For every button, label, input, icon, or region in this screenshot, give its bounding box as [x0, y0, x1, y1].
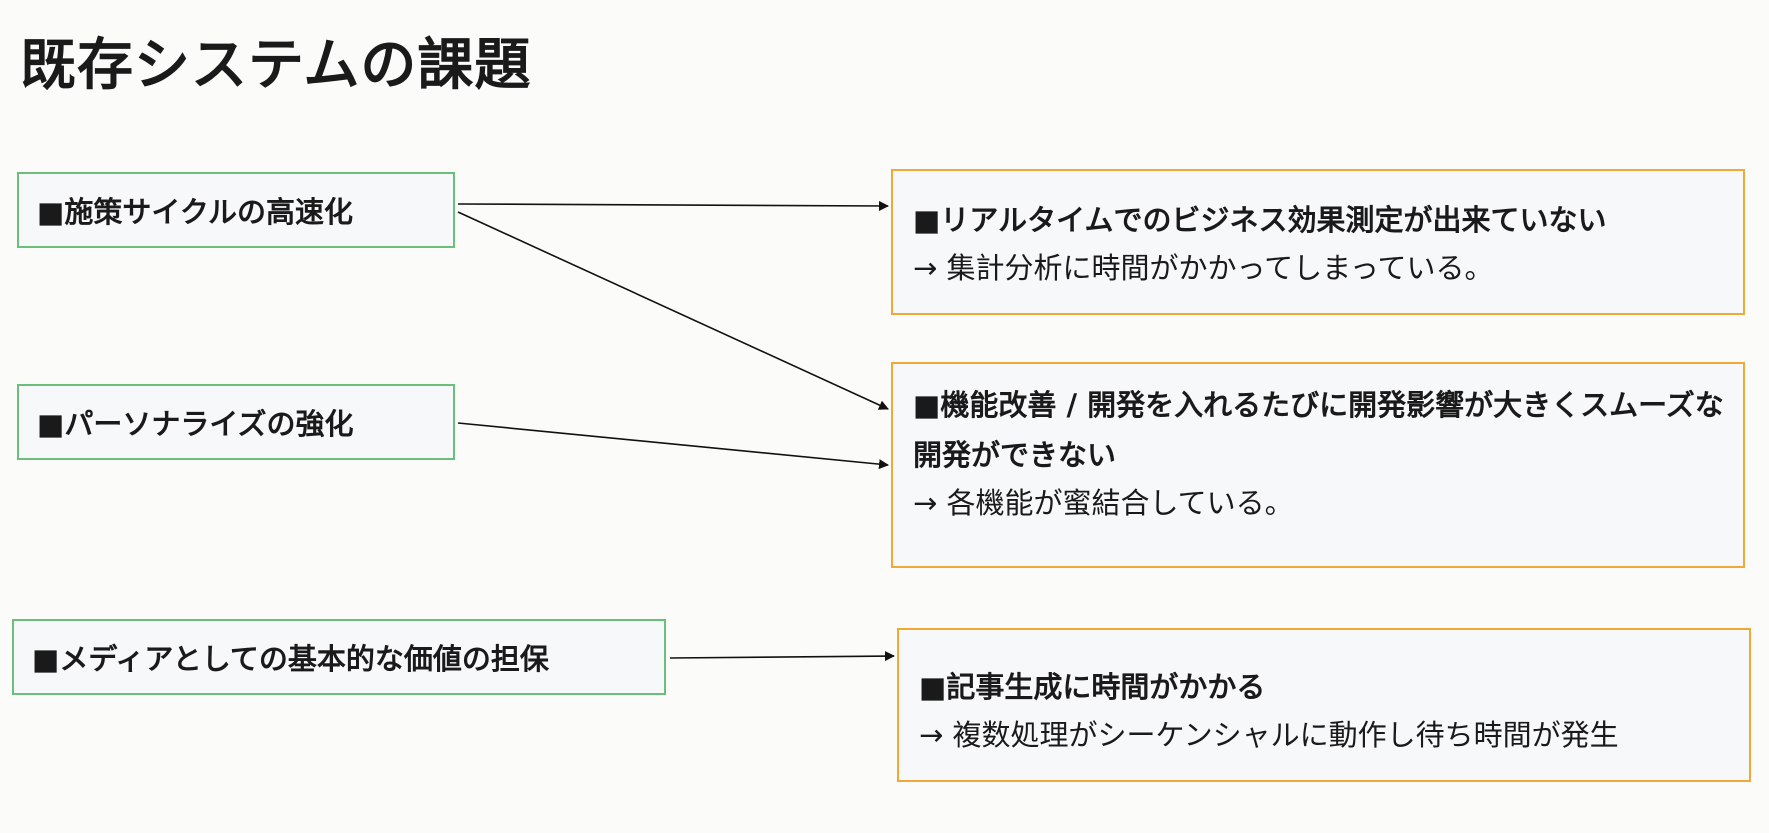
goal-box-media-value: ■メディアとしての基本的な価値の担保 [12, 619, 666, 695]
issue-cause: → 複数処理がシーケンシャルに動作し待ち時間が発生 [919, 718, 1619, 752]
arrow-personalization-to-coupling [457, 422, 889, 470]
arrow-cycle-to-coupling [457, 211, 889, 410]
issue-heading: ■機能改善 / 開発を入れるたびに開発影響が大きくスムーズな開発ができない [913, 388, 1724, 472]
page-title: 既存システムの課題 [20, 33, 532, 98]
issue-box-article-generation: ■記事生成に時間がかかる → 複数処理がシーケンシャルに動作し待ち時間が発生 [897, 628, 1751, 782]
issue-box-realtime-measurement: ■リアルタイムでのビジネス効果測定が出来ていない → 集計分析に時間がかかってし… [891, 169, 1745, 315]
issue-heading: ■リアルタイムでのビジネス効果測定が出来ていない [913, 203, 1607, 237]
goal-box-cycle-speed: ■施策サイクルの高速化 [17, 172, 455, 248]
goal-label: ■パーソナライズの強化 [37, 407, 354, 441]
issue-heading: ■記事生成に時間がかかる [919, 670, 1266, 704]
arrow-media-value-to-article [669, 651, 895, 662]
goal-label: ■施策サイクルの高速化 [37, 195, 353, 229]
goal-box-personalization: ■パーソナライズの強化 [17, 384, 455, 460]
arrow-cycle-to-realtime [457, 200, 889, 211]
issue-box-tight-coupling: ■機能改善 / 開発を入れるたびに開発影響が大きくスムーズな開発ができない → … [891, 362, 1745, 568]
issue-cause: → 各機能が蜜結合している。 [913, 486, 1294, 520]
goal-label: ■メディアとしての基本的な価値の担保 [32, 642, 549, 676]
issue-cause: → 集計分析に時間がかかってしまっている。 [913, 251, 1494, 285]
